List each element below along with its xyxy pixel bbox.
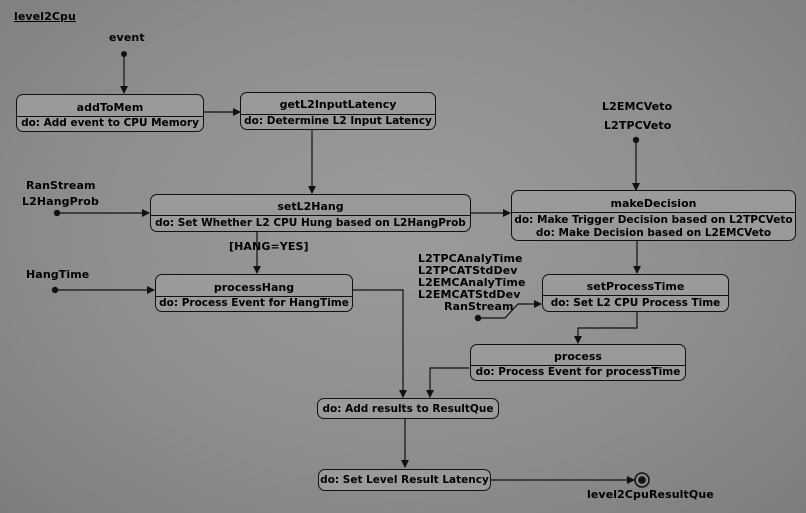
state-setprocesstime[interactable]: setProcessTime do: Set L2 CPU Process Ti…	[542, 274, 729, 312]
state-getl2inputlatency-activity: do: Determine L2 Input Latency	[241, 114, 435, 129]
diagram-title: level2Cpu	[14, 10, 76, 23]
output-label: level2CpuResultQue	[587, 488, 714, 501]
state-getl2inputlatency-name: getL2InputLatency	[279, 98, 397, 111]
state-setprocesstime-name: setProcessTime	[586, 280, 685, 293]
state-setl2hang-activity: do: Set Whether L2 CPU Hung based on L2H…	[151, 215, 470, 231]
input-l2emcanalytime: L2EMCAnalyTime	[418, 276, 526, 289]
state-addtomem[interactable]: addToMem do: Add event to CPU Memory	[16, 94, 204, 132]
state-addresults-activity: do: Add results to ResultQue	[322, 402, 494, 415]
input-l2emcatstddev: L2EMCATStdDev	[418, 288, 521, 301]
input-ranstream2: RanStream	[444, 300, 514, 313]
state-setl2hang-name: setL2Hang	[277, 200, 344, 213]
state-addresults[interactable]: do: Add results to ResultQue	[317, 398, 499, 419]
transition-setprocesstime-process	[574, 311, 638, 344]
event-start-dot	[121, 51, 127, 57]
guard-hang-yes: [HANG=YES]	[229, 240, 309, 253]
input-l2tpcanalytime: L2TPCAnalyTime	[418, 252, 523, 265]
state-makedecision-activity2: do: Make Decision based on L2EMCVeto	[535, 227, 772, 239]
state-process-name: process	[554, 350, 602, 363]
state-makedecision-activity: do: Make Trigger Decision based on L2TPC…	[514, 214, 793, 226]
state-addtomem-activity: do: Add event to CPU Memory	[17, 116, 203, 131]
final-state-dot	[638, 476, 646, 484]
transition-processhang-addresults	[352, 289, 407, 398]
input-l2emcveto: L2EMCVeto	[602, 100, 673, 113]
final-state-ring	[634, 472, 650, 488]
hangprob-start-dot	[53, 209, 61, 217]
state-setlevelresult[interactable]: do: Set Level Result Latency	[318, 469, 491, 491]
state-setlevelresult-activity: do: Set Level Result Latency	[320, 474, 489, 486]
input-ranstream: RanStream	[26, 179, 96, 192]
input-l2tpcveto: L2TPCVeto	[604, 119, 672, 132]
state-makedecision[interactable]: makeDecision do: Make Trigger Decision b…	[511, 190, 796, 241]
state-processhang-activity: do: Process Event for HangTime	[156, 296, 352, 311]
state-makedecision-divider	[512, 212, 795, 213]
state-makedecision-name: makeDecision	[610, 197, 697, 210]
state-process-activity: do: Process Event for processTime	[471, 365, 685, 380]
state-setprocesstime-activity: do: Set L2 CPU Process Time	[543, 295, 728, 311]
input-hangtime: HangTime	[26, 268, 90, 281]
state-addtomem-name: addToMem	[76, 101, 144, 114]
state-processhang-name: processHang	[213, 281, 295, 294]
veto-start-dot	[632, 136, 640, 144]
transition-process-addresults	[426, 367, 469, 398]
input-l2hangprob: L2HangProb	[22, 195, 99, 208]
input-l2tpcatstddev: L2TPCATStdDev	[418, 264, 518, 277]
params-start-dot	[474, 314, 482, 322]
state-getl2inputlatency[interactable]: getL2InputLatency do: Determine L2 Input…	[240, 92, 436, 130]
transition-params-setprocesstime	[478, 300, 542, 319]
state-process[interactable]: process do: Process Event for processTim…	[470, 344, 686, 381]
state-setl2hang[interactable]: setL2Hang do: Set Whether L2 CPU Hung ba…	[150, 194, 471, 232]
hangtime-start-dot	[51, 286, 59, 294]
state-processhang[interactable]: processHang do: Process Event for HangTi…	[155, 274, 353, 312]
input-event: event	[109, 31, 145, 44]
